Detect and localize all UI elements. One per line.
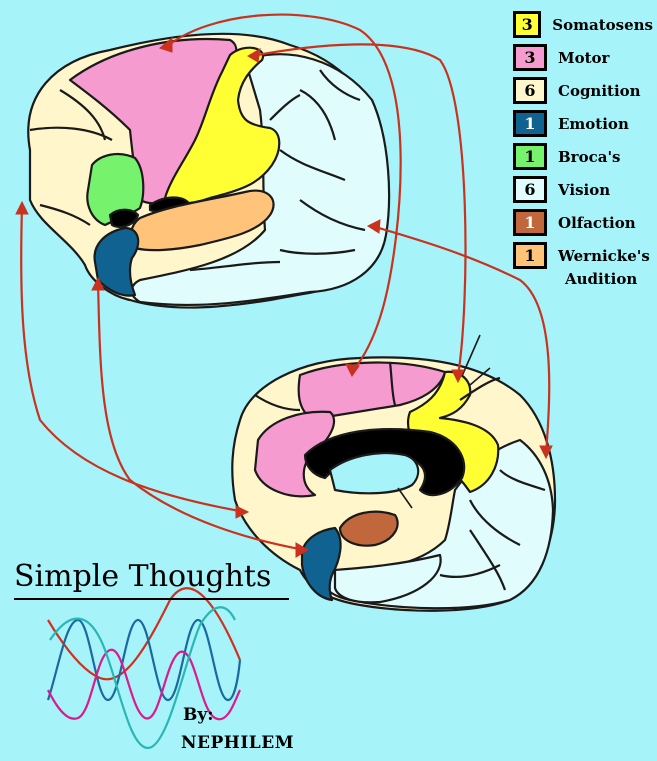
arrowhead — [539, 445, 553, 460]
medial-ventricle — [328, 452, 420, 495]
legend-swatch: 6 — [513, 176, 547, 203]
legend-row: 3 Somatosens — [513, 8, 653, 41]
arrowhead — [295, 542, 309, 558]
legend-row: 3 Motor — [513, 41, 653, 74]
legend-label: Vision — [558, 180, 611, 199]
legend-swatch: 6 — [513, 77, 547, 104]
arrowhead — [235, 505, 250, 519]
arrowhead — [247, 48, 261, 63]
legend-swatch: 1 — [513, 143, 547, 170]
arrow-cognition-link — [20, 204, 246, 514]
lateral-brain — [27, 32, 391, 309]
arrowhead — [451, 369, 465, 384]
arrowhead — [15, 200, 29, 215]
legend-swatch: 3 — [513, 11, 542, 38]
lateral-emotion-region — [93, 226, 140, 297]
legend-row: 1 Olfaction — [513, 206, 653, 239]
legend-swatch: 3 — [513, 44, 547, 71]
wave-red — [47, 587, 242, 681]
wave-blue — [46, 618, 242, 702]
legend-label: Motor — [558, 48, 610, 67]
lateral-broca-region — [86, 152, 145, 227]
medial-olfaction-region — [338, 510, 399, 547]
legend-row: 1 Broca's — [513, 140, 653, 173]
legend-label: Olfaction — [558, 213, 636, 232]
legend-label: Wernicke's — [558, 246, 650, 265]
legend-row: 6 Cognition — [513, 74, 653, 107]
medial-brain — [231, 334, 557, 612]
author: NEPHILEM — [181, 733, 295, 753]
arrow-emotion-link — [96, 281, 306, 552]
lateral-somatosensory-region — [163, 46, 281, 205]
medial-corpus-callosum — [303, 428, 466, 497]
lateral-vision-region — [130, 53, 391, 307]
medial-emotion-region — [300, 526, 342, 602]
legend-row: 6 Vision — [513, 173, 653, 206]
medial-pointer-lines — [397, 334, 491, 509]
legend-label: Emotion — [558, 114, 629, 133]
legend-label: Somatosens — [552, 15, 653, 34]
arrowhead — [91, 276, 105, 291]
legend-label: Broca's — [558, 147, 621, 166]
title-underline — [14, 598, 289, 600]
title: Simple Thoughts — [14, 559, 272, 594]
legend-row: 1 Wernicke's — [513, 239, 653, 272]
arrowhead — [345, 363, 360, 377]
legend-swatch: 1 — [513, 110, 547, 137]
legend-swatch: 1 — [513, 242, 547, 269]
lateral-sulci — [29, 69, 366, 272]
legend-row: 1 Emotion — [513, 107, 653, 140]
wave-magenta — [47, 648, 241, 721]
medial-sulci — [254, 361, 546, 591]
medial-temporal-region — [333, 553, 442, 604]
legend-audition-label: Audition — [565, 270, 638, 288]
arrow-motor-link — [164, 13, 402, 373]
arrowhead — [158, 36, 173, 53]
arrowhead — [366, 219, 381, 234]
legend-label: Cognition — [558, 81, 641, 100]
connection-arrows — [20, 13, 551, 552]
medial-somatosensory-region — [406, 370, 500, 494]
wave-cyan — [49, 606, 236, 750]
legend-swatch: 1 — [513, 209, 547, 236]
arrow-somatosensory-link — [251, 43, 467, 377]
arrow-vision-link — [371, 224, 551, 456]
arrow-heads — [15, 36, 553, 558]
byline: By: — [183, 705, 214, 725]
